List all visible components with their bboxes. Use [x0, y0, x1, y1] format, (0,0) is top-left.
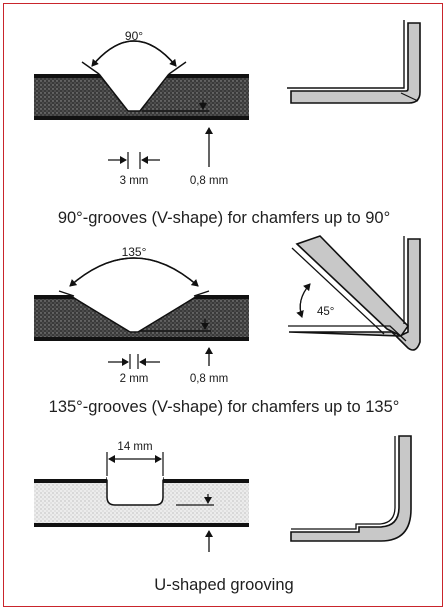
width-dimension-90: 3 mm: [108, 152, 160, 187]
v-groove-90: [99, 73, 169, 111]
fold-angle-label: 45°: [317, 306, 334, 318]
section-90-groove: 90° 0,8 mm 3 mm 90°-grooves (V-shape) fo…: [34, 20, 421, 227]
width-label-u: 14 mm: [117, 441, 152, 453]
folded-profile-135: 45°: [288, 235, 421, 351]
diagram-frame: 90° 0,8 mm 3 mm 90°-grooves (V-shape) fo…: [3, 3, 443, 607]
grooving-diagram: 90° 0,8 mm 3 mm 90°-grooves (V-shape) fo…: [34, 20, 421, 594]
angle-arc-135: 135°: [58, 245, 210, 297]
u-groove: [106, 477, 164, 506]
depth-label-90: 0,8 mm: [190, 175, 228, 187]
panel-u-cross-section: [34, 476, 249, 527]
angle-label-90: 90°: [125, 29, 143, 43]
folded-profile-90: [287, 20, 421, 104]
caption-u: U-shaped grooving: [154, 576, 293, 594]
caption-135: 135°-grooves (V-shape) for chamfers up t…: [49, 398, 400, 416]
depth-indicator-u: [176, 494, 214, 552]
depth-indicator-135: 0,8 mm: [140, 319, 228, 385]
caption-90: 90°-grooves (V-shape) for chamfers up to…: [58, 209, 390, 227]
width-label-135: 2 mm: [120, 373, 149, 385]
width-dimension-135: 2 mm: [108, 354, 160, 385]
depth-indicator-90: 0,8 mm: [142, 100, 228, 187]
width-dimension-u: 14 mm: [106, 441, 164, 476]
folded-profile-u: [290, 435, 412, 542]
angle-arc-90: 90°: [81, 29, 187, 75]
section-135-groove: 135° 0,8 mm 2 mm 45° 135°-grooves (V-sha…: [34, 235, 421, 416]
angle-label-135: 135°: [122, 245, 147, 259]
panel-90-cross-section: [34, 73, 249, 120]
width-label-90: 3 mm: [120, 175, 149, 187]
panel-135-cross-section: [34, 294, 249, 341]
depth-label-135: 0,8 mm: [190, 373, 228, 385]
v-groove-135: [69, 294, 199, 332]
section-u-groove: 14 mm U-shaped grooving: [34, 435, 412, 594]
